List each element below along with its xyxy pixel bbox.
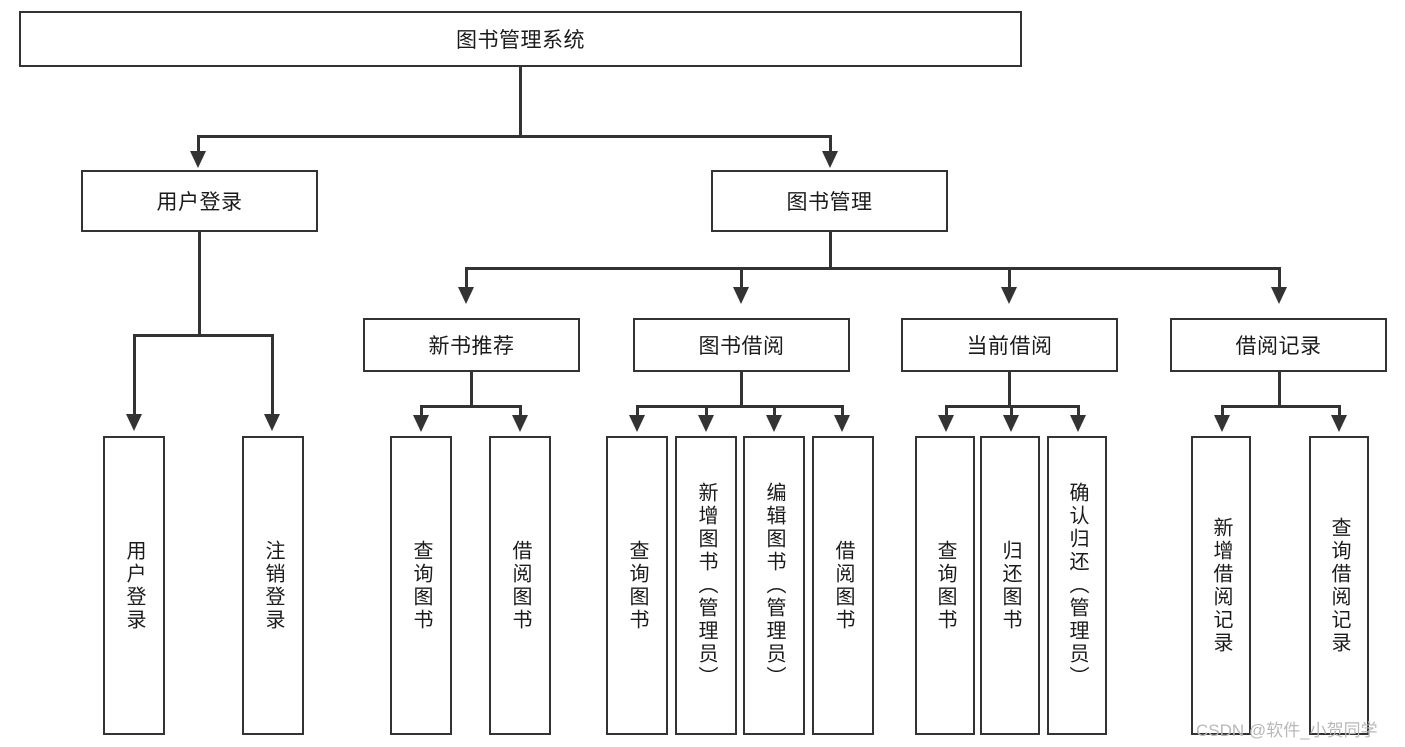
- node-new-book-recommend[interactable]: 新书推荐: [363, 318, 580, 372]
- leaf-br-query-record[interactable]: 查询借阅记录: [1309, 436, 1369, 735]
- node-label: 用户登录: [123, 539, 145, 632]
- edge-bb-drop-1: [636, 405, 639, 418]
- edge-cb-drop-1: [945, 405, 948, 418]
- arrowhead-borrow-record: [1271, 287, 1287, 304]
- edge-book-manage-stem: [829, 232, 832, 269]
- edge-to-user-login: [197, 135, 200, 155]
- arrowhead-br-add: [1214, 415, 1230, 432]
- edge-bb-drop-4: [841, 405, 844, 418]
- arrowhead-new-book: [458, 287, 474, 304]
- edge-br-drop-1: [1221, 405, 1224, 418]
- arrowhead-nb-borrow: [512, 415, 528, 432]
- edge-current-borrow-stem: [1008, 372, 1011, 407]
- node-label: 当前借阅: [966, 335, 1053, 358]
- edge-book-borrow-stem: [740, 372, 743, 407]
- edge-br-drop-2: [1338, 405, 1341, 418]
- node-label: 新增图书（管理员）: [695, 482, 717, 689]
- arrowhead-bb-query: [629, 415, 645, 432]
- arrowhead-cb-confirm: [1070, 415, 1086, 432]
- edge-new-book-drop-1: [420, 405, 423, 418]
- arrowhead-current-borrow: [1001, 287, 1017, 304]
- node-root-system[interactable]: 图书管理系统: [19, 11, 1022, 67]
- edge-user-login-bus: [133, 334, 273, 337]
- leaf-bb-add-book-admin[interactable]: 新增图书（管理员）: [675, 436, 737, 735]
- node-label: 借阅图书: [832, 539, 854, 632]
- arrowhead-bb-edit: [766, 415, 782, 432]
- node-label: 图书管理: [786, 191, 873, 214]
- leaf-bb-query-book[interactable]: 查询图书: [606, 436, 668, 735]
- edge-user-login-stem: [198, 232, 201, 336]
- edge-root-stem: [519, 67, 522, 137]
- edge-new-book-stem: [470, 372, 473, 407]
- node-label: 借阅图书: [509, 539, 531, 632]
- arrowhead-book-manage: [822, 151, 838, 168]
- arrowhead-leaf-user-login: [126, 414, 142, 431]
- node-label: 借阅记录: [1235, 335, 1322, 358]
- edge-cb-drop-2: [1010, 405, 1013, 418]
- arrowhead-cb-query: [938, 415, 954, 432]
- edge-to-book-borrow: [740, 267, 743, 289]
- leaf-user-login[interactable]: 用户登录: [103, 436, 165, 735]
- leaf-cb-query-book[interactable]: 查询图书: [915, 436, 975, 735]
- edge-to-current-borrow: [1008, 267, 1011, 289]
- edge-cb-drop-3: [1077, 405, 1080, 418]
- arrowhead-leaf-logout: [264, 414, 280, 431]
- arrowhead-br-query: [1331, 415, 1347, 432]
- arrowhead-user-login: [190, 151, 206, 168]
- node-label: 查询图书: [410, 539, 432, 632]
- node-label: 归还图书: [999, 539, 1021, 632]
- arrowhead-nb-query: [413, 415, 429, 432]
- edge-borrow-record-bus: [1221, 405, 1339, 408]
- node-user-login[interactable]: 用户登录: [81, 170, 318, 232]
- node-label: 查询图书: [626, 539, 648, 632]
- edge-bb-drop-3: [773, 405, 776, 418]
- leaf-bb-borrow-book[interactable]: 借阅图书: [812, 436, 874, 735]
- leaf-nb-query-book[interactable]: 查询图书: [390, 436, 452, 735]
- arrowhead-bb-borrow: [834, 415, 850, 432]
- node-label: 查询借阅记录: [1328, 516, 1350, 655]
- edge-borrow-record-stem: [1278, 372, 1281, 407]
- leaf-br-add-record[interactable]: 新增借阅记录: [1191, 436, 1251, 735]
- leaf-nb-borrow-book[interactable]: 借阅图书: [489, 436, 551, 735]
- edge-bb-drop-2: [705, 405, 708, 418]
- edge-level2-bus: [197, 135, 831, 138]
- leaf-bb-edit-book-admin[interactable]: 编辑图书（管理员）: [743, 436, 805, 735]
- leaf-cb-return-book[interactable]: 归还图书: [980, 436, 1040, 735]
- node-label: 新增借阅记录: [1210, 516, 1232, 655]
- node-book-manage[interactable]: 图书管理: [711, 170, 948, 232]
- node-label: 注销登录: [262, 539, 284, 632]
- edge-new-book-drop-2: [519, 405, 522, 418]
- node-borrow-record[interactable]: 借阅记录: [1170, 318, 1387, 372]
- arrowhead-book-borrow: [733, 287, 749, 304]
- edge-to-borrow-record: [1278, 267, 1281, 289]
- node-label: 确认归还（管理员）: [1066, 482, 1088, 689]
- node-label: 用户登录: [156, 191, 243, 214]
- node-label: 查询图书: [934, 539, 956, 632]
- node-label: 编辑图书（管理员）: [763, 482, 785, 689]
- edge-user-login-drop-2: [271, 334, 274, 416]
- leaf-logout[interactable]: 注销登录: [242, 436, 304, 735]
- node-current-borrow[interactable]: 当前借阅: [901, 318, 1118, 372]
- edge-user-login-drop-1: [133, 334, 136, 416]
- node-label: 新书推荐: [428, 335, 515, 358]
- edge-book-borrow-bus: [636, 405, 843, 408]
- arrowhead-bb-add: [698, 415, 714, 432]
- node-label: 图书管理系统: [456, 29, 585, 52]
- arrowhead-cb-return: [1003, 415, 1019, 432]
- edge-to-book-manage: [829, 135, 832, 155]
- edge-to-new-book: [465, 267, 468, 289]
- edge-new-book-bus: [420, 405, 521, 408]
- leaf-cb-confirm-return-admin[interactable]: 确认归还（管理员）: [1047, 436, 1107, 735]
- node-label: 图书借阅: [698, 335, 785, 358]
- node-book-borrow[interactable]: 图书借阅: [633, 318, 850, 372]
- edge-level3-bus: [465, 267, 1280, 270]
